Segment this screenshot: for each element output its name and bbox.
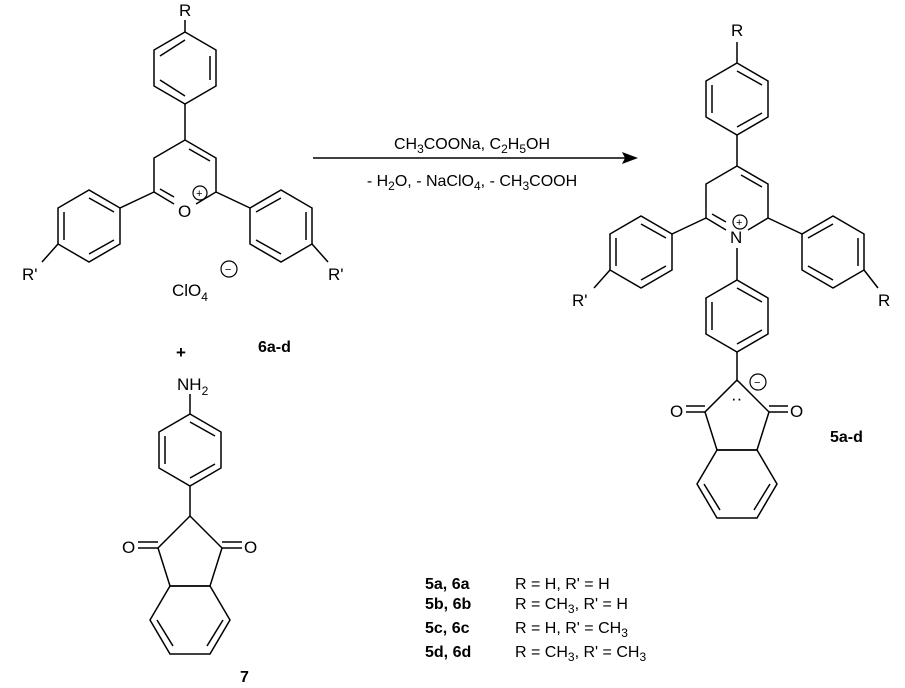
condition-part: 4: [474, 179, 481, 193]
aminophenyl-ring: [158, 413, 222, 487]
right-phenyl-ring: [249, 189, 313, 263]
n-phenyl-ring: [705, 279, 769, 353]
plus-sign: +: [176, 343, 186, 362]
condition-part: 3: [417, 142, 424, 156]
carbanion-minus-sign: −: [754, 377, 760, 389]
pyridinium-ring: [705, 165, 769, 231]
indandionide-core: [686, 378, 788, 519]
perchlorate-anion: ClO4: [172, 281, 208, 304]
compound-label-7: 7: [240, 669, 249, 686]
left-phenyl-ring: [57, 189, 121, 263]
product-substituent-left: R': [572, 291, 588, 310]
condition-part: 2: [388, 179, 395, 193]
arrowhead-icon: [622, 152, 638, 164]
product-right-phenyl-ring: [801, 215, 865, 289]
condition-part: , - CH: [481, 173, 523, 190]
reaction-conditions-below: - H2O, - NaClO4, - CH3COOH: [367, 173, 577, 193]
product-top-phenyl-ring: [705, 62, 769, 136]
amino-group: NH2: [177, 375, 209, 398]
pyrylium-substituent-right: R': [328, 265, 344, 284]
carbonyl-oxygen-left: O: [122, 538, 135, 557]
pyridinium-nitrogen: N: [730, 228, 742, 247]
pyridinium-plus-sign: +: [736, 217, 742, 229]
compound-label-6a-d: 6a-d: [258, 339, 291, 356]
pyridinium-betaine-structure: R R' R N + − ·· O O 5a-d: [572, 21, 890, 519]
pyridinium-charge-circle: [732, 214, 748, 230]
reaction-arrow-group: CH3COONa, C2H5OH - H2O, - NaClO4, - CH3C…: [313, 136, 638, 193]
pyrylium-substituent-left: R': [22, 265, 38, 284]
carbanion-charge-circle: [749, 373, 767, 391]
perchlorate-minus-sign: −: [225, 264, 231, 276]
condition-part: COONa, C: [424, 136, 501, 153]
product-carbonyl-oxygen-left: O: [670, 402, 683, 421]
pyrylium-salt-structure: R R' R' O + ClO4 − 6a-d: [22, 1, 344, 356]
perchlorate-charge-circle: [220, 260, 238, 278]
bond-to-sub-right: [311, 243, 329, 263]
condition-part: COOH: [529, 173, 577, 190]
bond-to-sub-left: [41, 243, 59, 263]
pyrylium-substituent-top: R: [179, 1, 191, 20]
bond-ring-link-left: [119, 191, 155, 209]
pyrylium-ring: [153, 139, 217, 205]
condition-part: - H: [367, 173, 388, 190]
pyrylium-oxygen: O: [178, 202, 191, 221]
condition-part: 5: [519, 142, 526, 156]
aminophenyl-indandione-structure: NH2 O O 7: [122, 375, 257, 686]
reaction-conditions-above: CH3COONa, C2H5OH: [394, 136, 550, 156]
condition-part: 3: [522, 179, 529, 193]
compound-label-5a-d: 5a-d: [830, 429, 863, 446]
top-phenyl-ring: [153, 31, 217, 105]
condition-part: CH: [394, 136, 417, 153]
bond-ring-link-right: [215, 191, 251, 209]
carbonyl-oxygen-right: O: [244, 538, 257, 557]
indandione-core: [138, 514, 242, 655]
oxonium-plus-sign: +: [196, 188, 202, 200]
product-carbonyl-oxygen-right: O: [790, 402, 803, 421]
condition-part: 2: [501, 142, 508, 156]
condition-part: OH: [526, 136, 550, 153]
condition-part: O, - NaClO: [395, 173, 474, 190]
carbanion-lone-pair: ··: [731, 389, 742, 408]
oxonium-charge-circle: [192, 185, 208, 201]
product-substituent-right: R: [878, 291, 890, 310]
product-left-phenyl-ring: [609, 215, 673, 289]
condition-part: H: [508, 136, 520, 153]
product-substituent-top: R: [731, 21, 743, 40]
